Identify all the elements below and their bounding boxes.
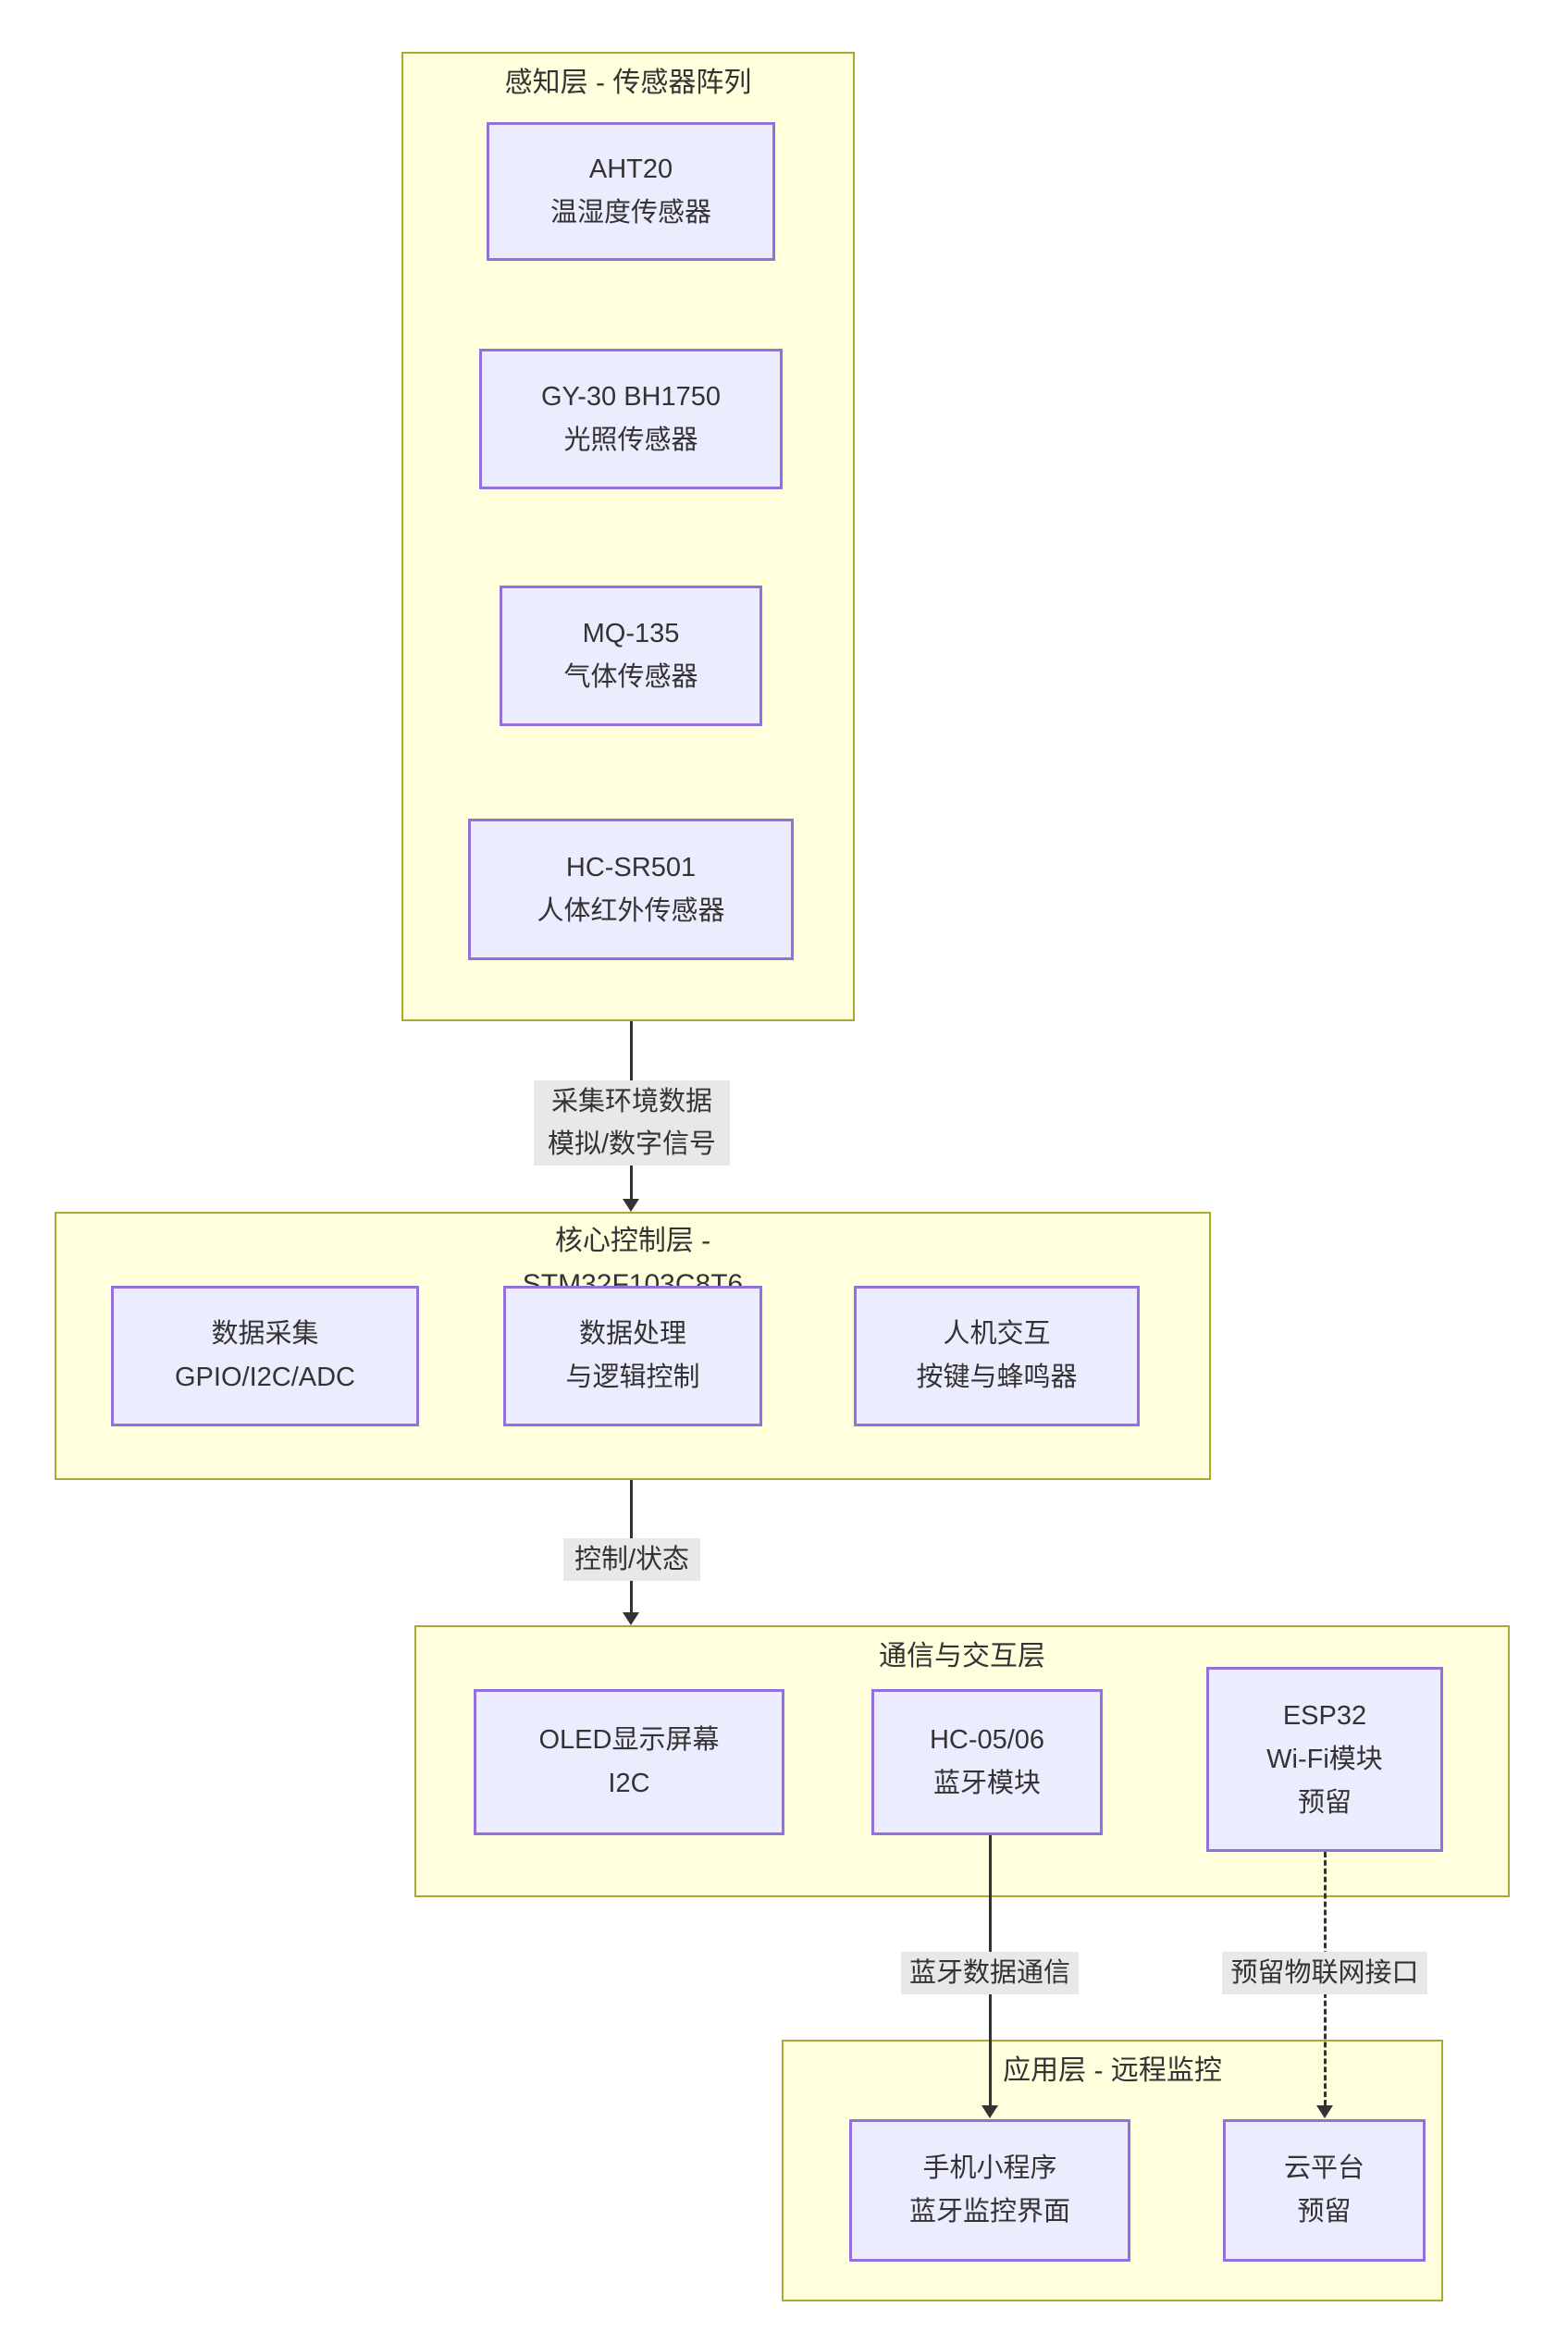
node-mq135-line2: 气体传感器	[563, 662, 698, 692]
node-phone-line1: 手机小程序	[922, 2153, 1057, 2183]
node-phone-line2: 蓝牙监控界面	[908, 2197, 1070, 2227]
edge-label-iot-reserved: 预留物联网接口	[1230, 1958, 1419, 1988]
node-hcsr501-line1: HC-SR501	[565, 852, 697, 882]
node-bluetooth-line2: 蓝牙模块	[932, 1769, 1041, 1798]
node-esp32-line3: 预留	[1297, 1787, 1352, 1818]
arrowhead-bluetooth-to-phone	[982, 2105, 998, 2118]
node-esp32-line1: ESP32	[1282, 1700, 1367, 1731]
node-data-processing: 数据处理 与逻辑控制	[503, 1286, 762, 1426]
node-data-acquisition-line2: GPIO/I2C/ADC	[175, 1363, 355, 1392]
arrowhead-mcu-to-comm	[623, 1612, 639, 1625]
edge-label-mcu-to-comm: 控制/状态	[563, 1538, 700, 1581]
node-hcsr501-line2: 人体红外传感器	[537, 895, 725, 926]
arrowhead-esp32-to-cloud	[1316, 2105, 1333, 2118]
node-gy30-line2: 光照传感器	[563, 426, 698, 455]
cluster-application-title: 应用层 - 远程监控	[1003, 2055, 1222, 2086]
edge-label-bluetooth-comm: 蓝牙数据通信	[908, 1958, 1070, 1988]
node-cloud-platform: 云平台 预留	[1223, 2119, 1426, 2262]
arrowhead-sensors-to-mcu	[623, 1199, 639, 1212]
node-esp32-line2: Wi-Fi模块	[1266, 1744, 1383, 1774]
node-gy30-line1: GY-30 BH1750	[540, 382, 721, 412]
edge-label-sensors-line2: 模拟/数字信号	[547, 1129, 717, 1159]
edge-label-control-status: 控制/状态	[574, 1545, 690, 1574]
node-aht20: AHT20 温湿度传感器	[487, 122, 775, 261]
edge-label-sensors-to-mcu: 采集环境数据 模拟/数字信号	[534, 1080, 730, 1166]
node-human-machine-interaction: 人机交互 按键与蜂鸣器	[854, 1286, 1140, 1426]
node-data-acquisition-line1: 数据采集	[211, 1319, 319, 1349]
node-cloud-line2: 预留	[1297, 2197, 1352, 2227]
edge-label-sensors-line1: 采集环境数据	[550, 1087, 712, 1116]
node-data-processing-line2: 与逻辑控制	[565, 1363, 700, 1392]
node-esp32-wifi: ESP32 Wi-Fi模块 预留	[1206, 1667, 1443, 1852]
node-hmi-line1: 人机交互	[943, 1319, 1051, 1349]
node-bluetooth-module: HC-05/06 蓝牙模块	[871, 1689, 1103, 1835]
node-aht20-line1: AHT20	[588, 154, 673, 184]
node-hmi-line2: 按键与蜂鸣器	[916, 1363, 1078, 1392]
node-oled-display: OLED显示屏幕 I2C	[474, 1689, 784, 1835]
node-aht20-line2: 温湿度传感器	[549, 198, 711, 228]
node-oled-line1: OLED显示屏幕	[538, 1725, 720, 1755]
node-mq135-line1: MQ-135	[582, 619, 680, 648]
node-data-processing-line1: 数据处理	[578, 1319, 686, 1349]
cluster-core-control-title-line1: 核心控制层 -	[554, 1226, 711, 1256]
cluster-perception-title: 感知层 - 传感器阵列	[504, 68, 752, 98]
edge-label-bluetooth-to-phone: 蓝牙数据通信	[901, 1952, 1079, 1994]
edge-label-esp32-to-cloud: 预留物联网接口	[1222, 1952, 1427, 1994]
node-data-acquisition: 数据采集 GPIO/I2C/ADC	[111, 1286, 419, 1426]
node-bluetooth-line1: HC-05/06	[929, 1725, 1045, 1755]
node-cloud-line1: 云平台	[1283, 2153, 1364, 2183]
node-phone-miniapp: 手机小程序 蓝牙监控界面	[849, 2119, 1130, 2262]
node-gy30-bh1750: GY-30 BH1750 光照传感器	[479, 349, 783, 489]
cluster-communication-title: 通信与交互层	[879, 1641, 1045, 1672]
node-oled-line2: I2C	[608, 1769, 650, 1798]
node-mq135: MQ-135 气体传感器	[500, 586, 762, 726]
node-hcsr501: HC-SR501 人体红外传感器	[468, 819, 794, 960]
